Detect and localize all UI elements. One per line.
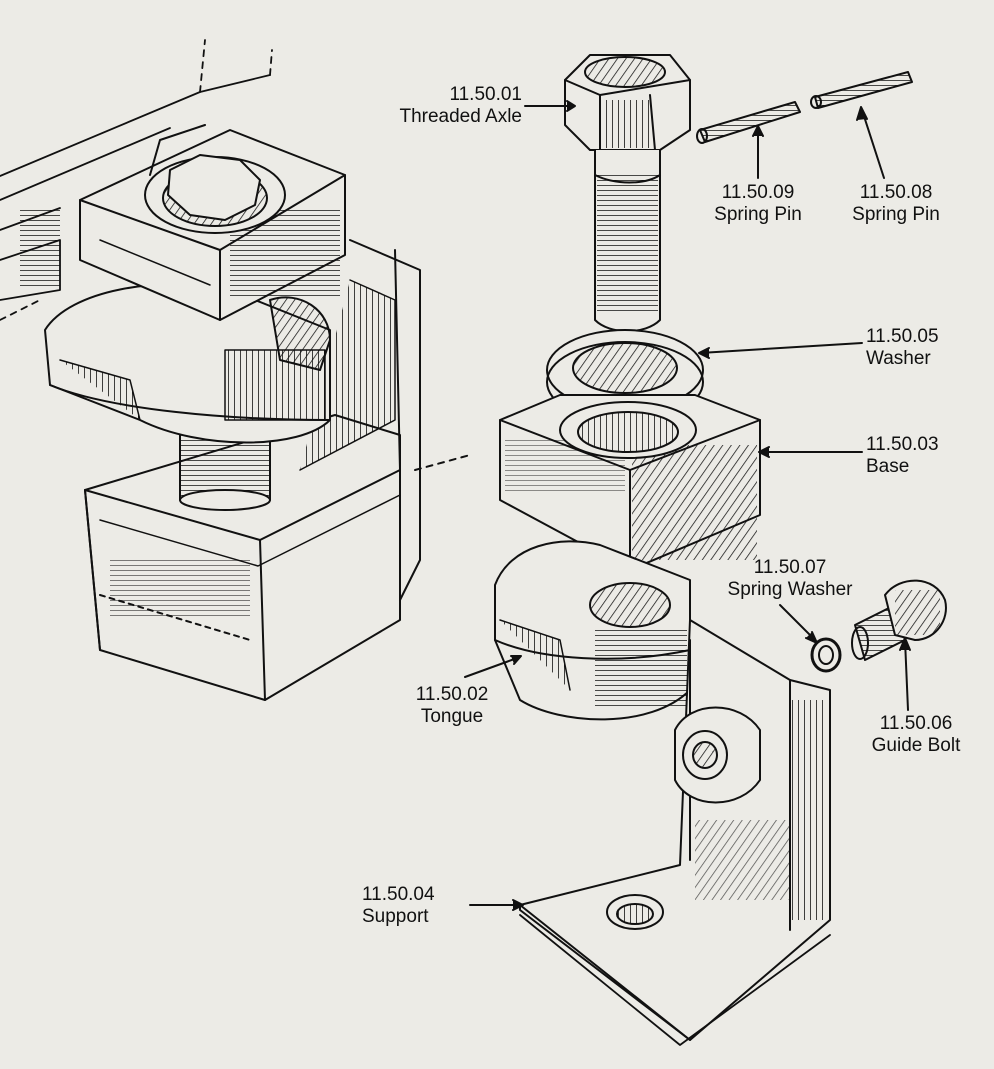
label-base: 11.50.03 Base (866, 434, 939, 478)
assembled-tongue (44, 283, 331, 444)
assembled-unit-illustration (0, 39, 471, 701)
base-illustration (499, 394, 761, 571)
label-tongue: 11.50.02 Tongue (404, 684, 500, 728)
spring-pin-08-illustration (810, 71, 913, 109)
label-spring-pin-09: 11.50.09 Spring Pin (700, 182, 816, 226)
part-name: Base (866, 456, 910, 477)
label-guide-bolt: 11.50.06 Guide Bolt (852, 713, 980, 757)
part-number: 11.50.08 (859, 182, 933, 203)
guide-bolt-illustration (851, 579, 947, 661)
tongue-illustration (494, 540, 691, 721)
label-spring-pin-08: 11.50.08 Spring Pin (836, 182, 956, 226)
part-name: Spring Washer (727, 579, 853, 600)
part-number: 11.50.09 (721, 182, 795, 203)
leader-guide-bolt (904, 639, 909, 711)
label-washer: 11.50.05 Washer (866, 326, 939, 370)
part-number: 11.50.06 (879, 713, 953, 734)
part-number: 11.50.03 (866, 434, 939, 455)
spring-washer-illustration (810, 637, 842, 673)
threaded-axle-illustration (564, 54, 691, 333)
part-number: 11.50.07 (753, 557, 827, 578)
leader-tongue (464, 656, 521, 678)
part-name: Threaded Axle (399, 106, 522, 127)
part-name: Guide Bolt (871, 735, 961, 756)
leader-washer (699, 342, 863, 354)
frame-beam (0, 39, 273, 321)
part-number: 11.50.04 (362, 884, 435, 905)
part-number: 11.50.01 (449, 84, 522, 105)
assembled-base (79, 124, 346, 321)
leader-lines (464, 100, 911, 911)
support-illustration (519, 619, 831, 1046)
label-spring-washer: 11.50.07 Spring Washer (706, 557, 874, 601)
arrow-threaded-axle (566, 100, 576, 112)
part-number: 11.50.02 (415, 684, 489, 705)
label-threaded-axle: 11.50.01 Threaded Axle (350, 84, 522, 128)
leader-spring-pin-08 (861, 109, 885, 179)
part-name: Spring Pin (852, 204, 940, 225)
part-name: Tongue (420, 706, 484, 727)
part-number: 11.50.05 (866, 326, 939, 347)
label-support: 11.50.04 Support (362, 884, 435, 928)
spring-pin-09-illustration (696, 101, 801, 144)
part-name: Spring Pin (714, 204, 802, 225)
leader-spring-washer (779, 604, 816, 641)
assembled-support (84, 239, 471, 701)
part-name: Washer (866, 348, 931, 369)
part-name: Support (362, 906, 429, 927)
